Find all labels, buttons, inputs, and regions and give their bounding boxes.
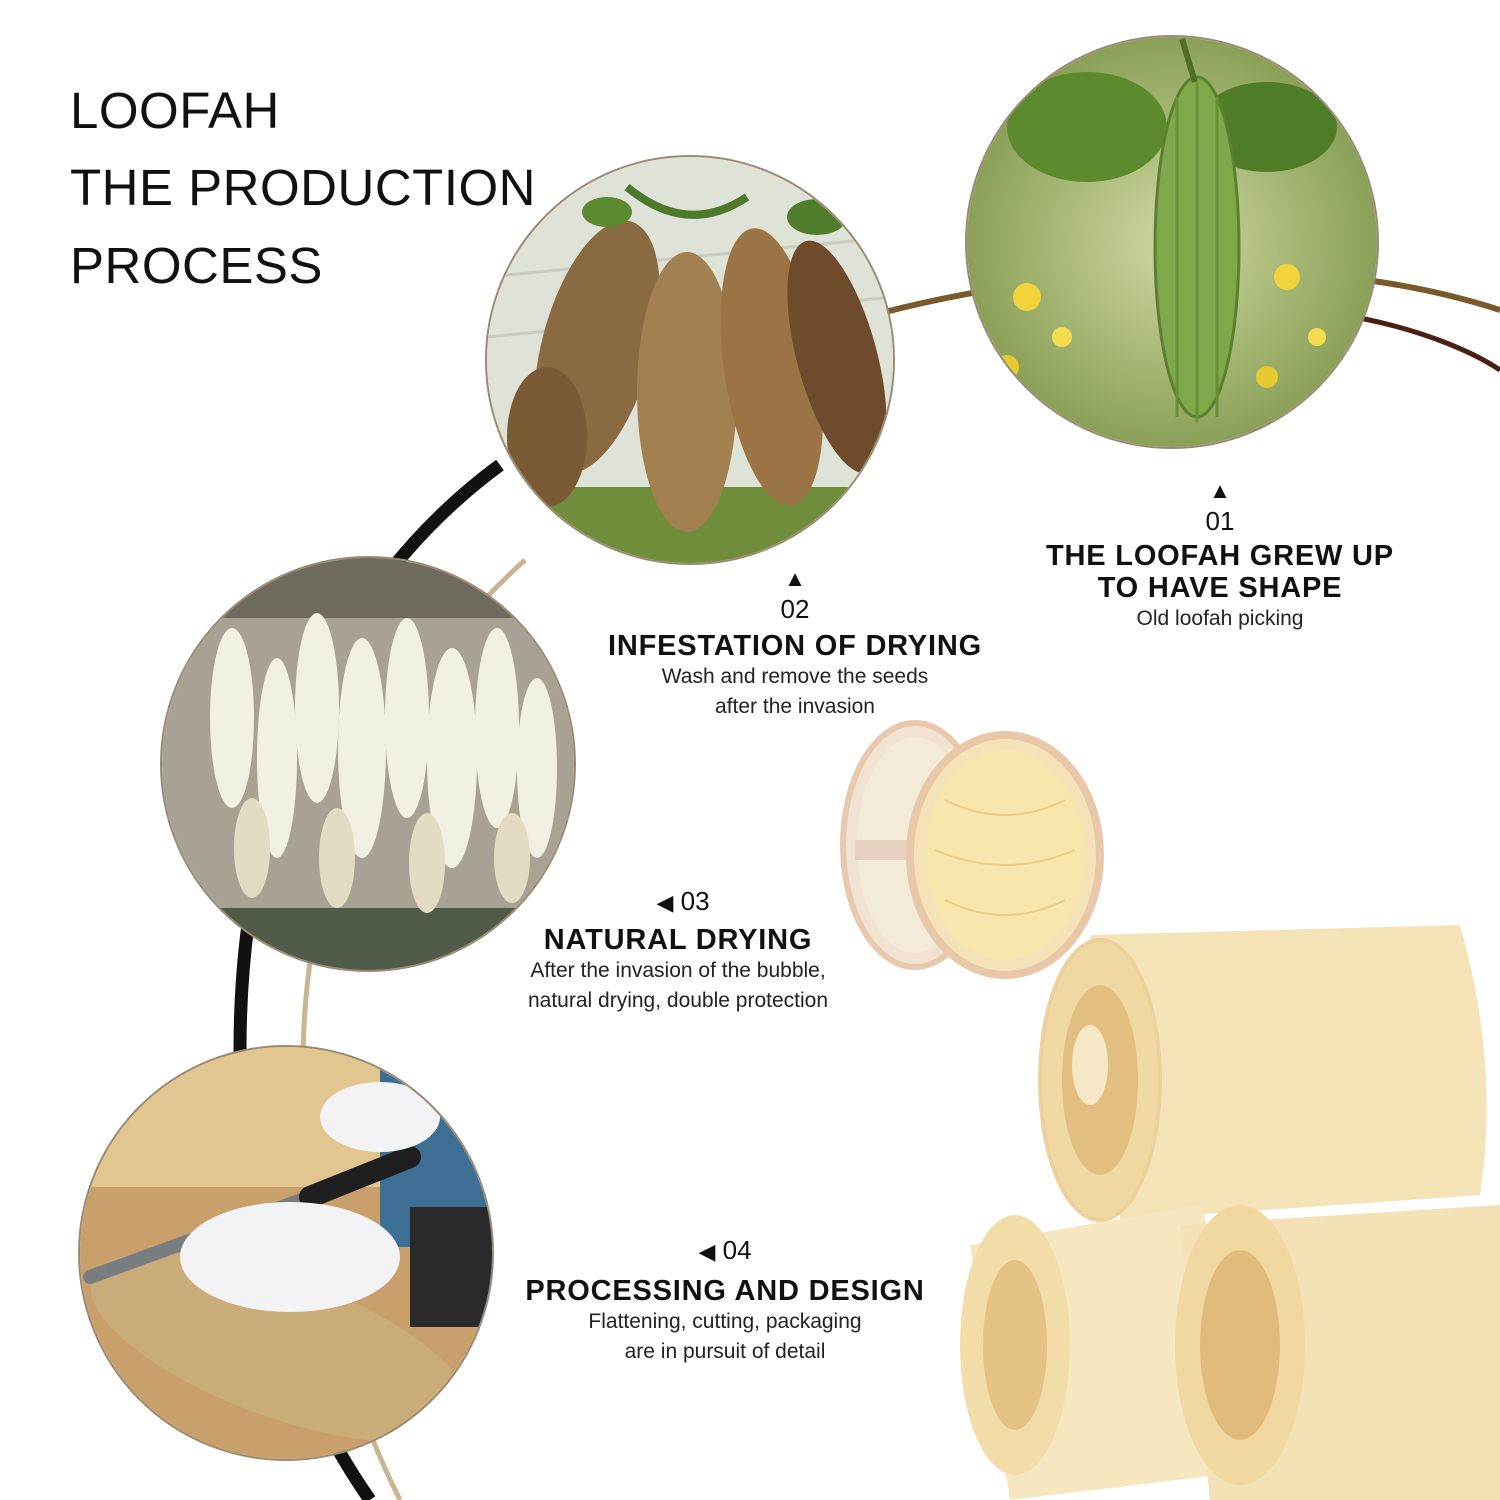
photo-processing [78,1045,494,1461]
triangle-left-icon: ◀ [656,890,674,915]
step-03-heading: NATURAL DRYING [543,924,813,956]
step-01-heading-line-1: THE LOOFAH GREW UP [1046,540,1394,572]
step-03-description-line-2: natural drying, double protection [527,989,829,1012]
step-02-marker: ▲ 02 [585,566,1005,624]
step-04: ◀ 04 PROCESSING AND DESIGN Flattening, c… [505,1237,945,1367]
step-01: ▲ 01 THE LOOFAH GREW UP TO HAVE SHAPE Ol… [1010,480,1430,634]
step-04-heading: PROCESSING AND DESIGN [525,1275,925,1307]
triangle-left-icon: ◀ [698,1239,716,1264]
step-02-number: 02 [780,594,810,624]
step-03-number: 03 [680,886,710,916]
step-02: ▲ 02 INFESTATION OF DRYING Wash and remo… [585,568,1005,722]
photo-drying-loofahs [485,155,895,565]
page-title-line-1: LOOFAH [70,82,280,139]
step-01-description: Old loofah picking [1136,607,1304,630]
step-04-description-line-1: Flattening, cutting, packaging [588,1310,862,1333]
photo-green-loofah [965,35,1379,449]
step-04-description-line-2: are in pursuit of detail [624,1340,826,1363]
loofah-rolls-image [960,925,1500,1500]
oval-pads-image [840,720,1104,979]
step-03: ◀ 03 NATURAL DRYING After the invasion o… [488,888,868,1016]
step-01-number: 01 [1205,506,1235,536]
step-01-marker: ▲ 01 [1010,478,1430,536]
step-02-description-line-1: Wash and remove the seeds [661,665,929,688]
page-title-line-2: THE PRODUCTION [70,159,536,216]
brown-arc-top [1359,315,1500,373]
photo-natural-drying [160,556,576,972]
step-01-heading-line-2: TO HAVE SHAPE [1097,572,1343,604]
triangle-up-icon: ▲ [1209,478,1231,503]
step-03-marker: ◀ 03 [488,888,868,914]
step-02-description-line-2: after the invasion [715,695,875,718]
step-02-heading: INFESTATION OF DRYING [608,630,982,662]
triangle-up-icon: ▲ [784,566,806,591]
step-04-number: 04 [722,1235,752,1265]
step-04-marker: ◀ 04 [505,1237,945,1263]
page-title-line-3: PROCESS [70,237,323,294]
step-03-description-line-1: After the invasion of the bubble, [530,959,826,982]
